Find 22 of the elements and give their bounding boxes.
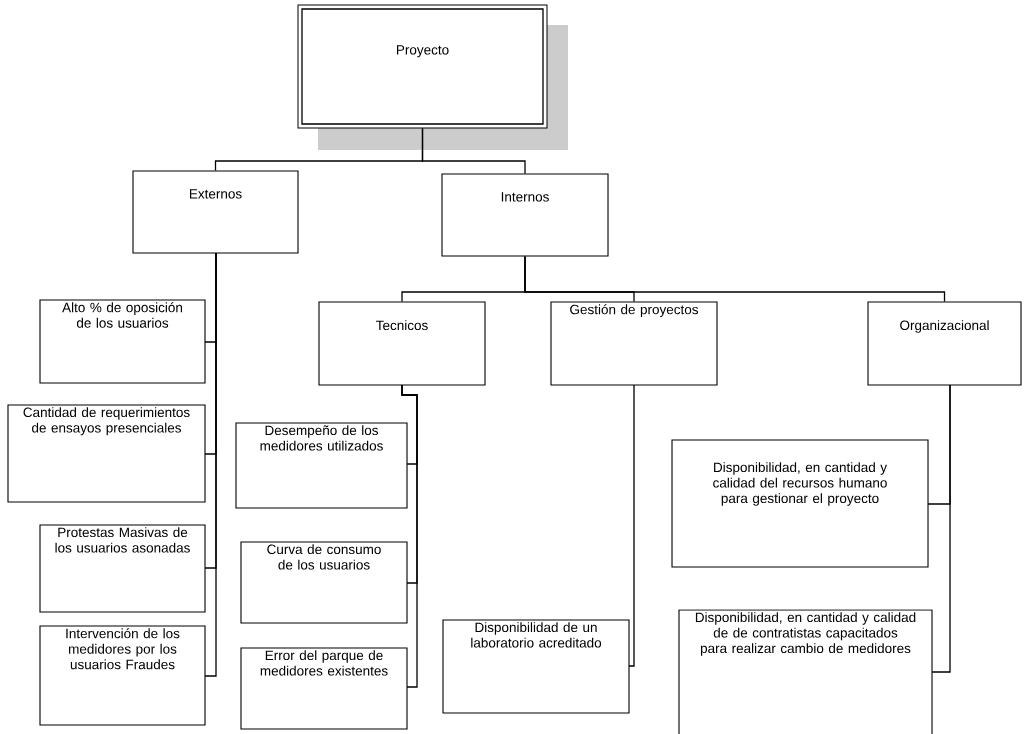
text-box: Alto % de oposición de los usuarios	[39, 299, 206, 384]
text-box: Desempeño de los medidores utilizados	[235, 422, 408, 509]
text-box: Organizacional	[867, 301, 1022, 386]
root-box: Proyecto	[297, 4, 568, 150]
text-box: Disponibilidad, en cantidad y calidad de de contratistas capacitados para realizar cambio de medidores	[678, 609, 933, 734]
text-box: Gestión de proyectos	[550, 301, 718, 386]
connector-line	[401, 384, 418, 688]
connector-line	[524, 255, 946, 303]
text-box: Internos	[441, 173, 609, 257]
text-box: Disponibilidad, en cantidad y calidad del recursos humano para gestionar el proyecto	[671, 439, 929, 568]
text-box: Tecnicos	[318, 301, 486, 386]
connector-line	[931, 384, 951, 673]
text-box: Externos	[132, 170, 299, 254]
text-box: Curva de consumo de los usuarios	[240, 541, 408, 624]
connector-line	[204, 252, 217, 677]
text-box: Cantidad de requerimientos de ensayos presenciales	[7, 404, 206, 503]
text-box: Error del parque de medidores existentes	[240, 647, 408, 730]
text-box: Protestas Masivas de los usuarios asonadas	[39, 524, 206, 613]
connector-line	[628, 384, 635, 667]
connector-line	[421, 127, 526, 175]
text-box: Disponibilidad de un laboratorio acreditado	[442, 619, 630, 714]
text-box: Intervención de los medidores por los usuarios Fraudes	[39, 625, 206, 726]
